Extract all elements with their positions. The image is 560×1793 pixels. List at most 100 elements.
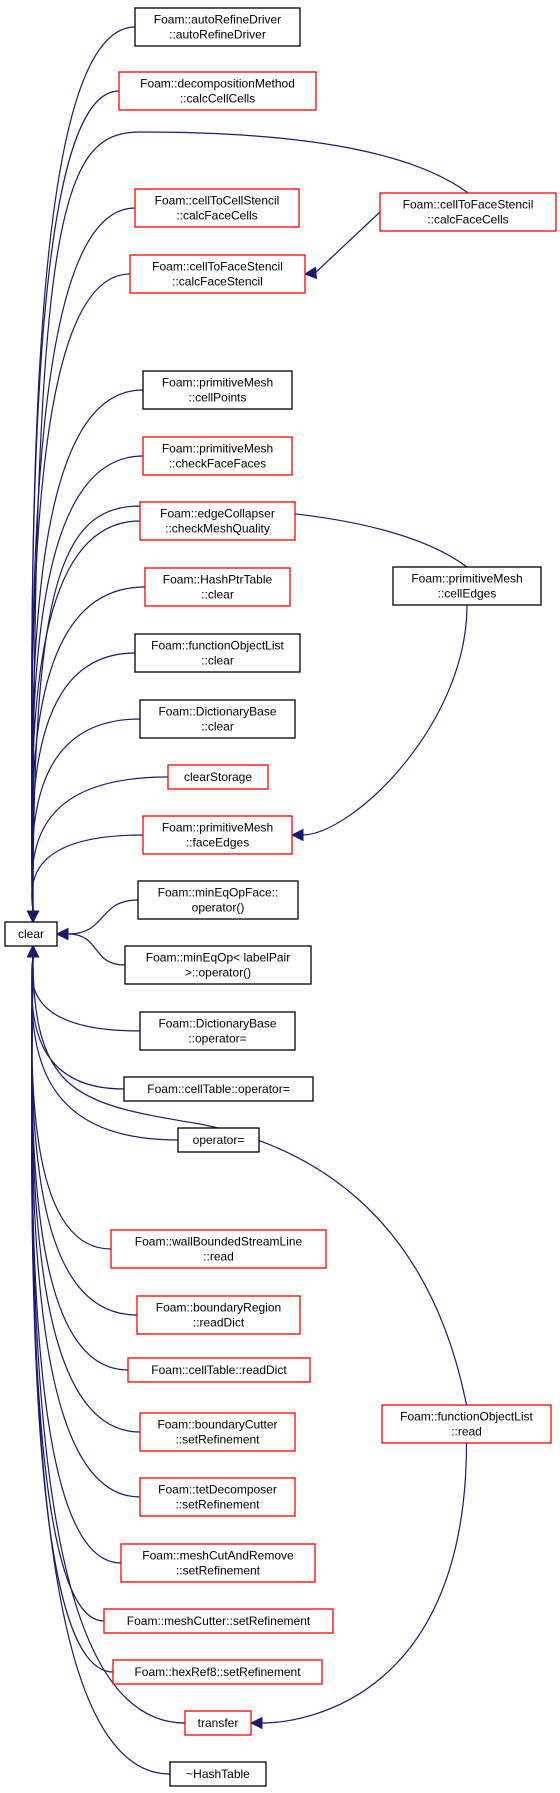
node-box[interactable] [110, 1229, 327, 1269]
node-label-line: ::setRefinement [175, 1498, 260, 1512]
node-cellTableReadDict[interactable]: Foam::cellTable::readDict [127, 1357, 311, 1383]
node-box[interactable] [134, 188, 300, 228]
edge-cellToFaceStencil_stencil-to-clear [26, 273, 131, 924]
node-tetDecomposer[interactable]: Foam::tetDecomposer::setRefinement [139, 1477, 296, 1517]
node-box[interactable] [184, 1710, 252, 1736]
node-cellToFaceStencil_cells[interactable]: Foam::cellToFaceStencil::calcFaceCells [379, 192, 557, 232]
node-label-line: Foam::functionObjectList [151, 639, 284, 653]
node-checkMeshQuality[interactable]: Foam::edgeCollapser::checkMeshQuality [139, 501, 296, 541]
node-label-line: Foam::cellToFaceStencil [152, 260, 283, 274]
node-minEqOpLabelPair[interactable]: Foam::minEqOp< labelPair>::operator() [124, 945, 312, 985]
node-box[interactable] [124, 945, 312, 985]
node-checkFaceFaces[interactable]: Foam::primitiveMesh::checkFaceFaces [142, 436, 293, 476]
node-box[interactable] [167, 764, 269, 790]
node-label-line: Foam::decompositionMethod [140, 77, 295, 91]
edge-line [67, 899, 139, 935]
node-decompositionMethod[interactable]: Foam::decompositionMethod::calcCellCells [118, 71, 317, 111]
node-operatorAssign[interactable]: operator= [177, 1127, 260, 1153]
node-label-line: Foam::primitiveMesh [162, 442, 273, 456]
node-box[interactable] [142, 815, 293, 855]
node-label-line: clearStorage [184, 770, 252, 784]
edge-line [31, 956, 141, 1433]
edge-functionObjectListClear-to-clear [26, 652, 136, 924]
node-minEqOpFace[interactable]: Foam::minEqOpFace::operator() [137, 880, 299, 920]
node-functionObjectListClear[interactable]: Foam::functionObjectList::clear [134, 633, 301, 673]
node-box[interactable] [4, 921, 58, 947]
edge-boundaryCutter-to-clear [26, 944, 141, 1433]
node-clear[interactable]: clear [4, 921, 58, 947]
node-boundaryCutter[interactable]: Foam::boundaryCutter::setRefinement [139, 1412, 296, 1452]
node-box[interactable] [139, 1011, 296, 1051]
node-box[interactable] [169, 1761, 267, 1787]
node-box[interactable] [139, 501, 296, 541]
node-box[interactable] [129, 254, 306, 294]
node-box[interactable] [144, 567, 291, 607]
edge-line [31, 956, 141, 1032]
node-dictionaryBaseClear[interactable]: Foam::DictionaryBase::clear [139, 699, 296, 739]
node-label-line: ::autoRefineDriver [169, 28, 266, 42]
node-box[interactable] [103, 1608, 334, 1634]
node-cellTableAssign[interactable]: Foam::cellTable::operator= [123, 1076, 314, 1102]
node-boundaryRegion[interactable]: Foam::boundaryRegion::readDict [136, 1295, 301, 1335]
node-faceEdges[interactable]: Foam::primitiveMesh::faceEdges [142, 815, 293, 855]
node-box[interactable] [123, 1076, 314, 1102]
node-box[interactable] [134, 7, 301, 47]
node-label-line: Foam::tetDecomposer [158, 1483, 277, 1497]
node-cellPoints[interactable]: Foam::primitiveMesh::cellPoints [142, 370, 293, 410]
node-label-line: ~HashTable [186, 1767, 250, 1781]
node-label-line: ::calcFaceCells [176, 209, 257, 223]
node-label-line: ::operator= [188, 1032, 246, 1046]
node-clearStorage[interactable]: clearStorage [167, 764, 269, 790]
node-cellToCellStencil[interactable]: Foam::cellToCellStencil::calcFaceCells [134, 188, 300, 228]
node-label-line: Foam::HashPtrTable [163, 573, 273, 587]
node-label-line: ::clear [201, 654, 234, 668]
node-wallBoundedStreamLine[interactable]: Foam::wallBoundedStreamLine::read [110, 1229, 327, 1269]
node-box[interactable] [139, 699, 296, 739]
node-box[interactable] [112, 1659, 323, 1685]
node-box[interactable] [137, 880, 299, 920]
edge-line [31, 956, 114, 1673]
node-label-line: transfer [198, 1716, 239, 1730]
edge-meshCutter-to-clear [26, 944, 105, 1622]
edge-line [31, 652, 136, 912]
node-cellToFaceStencil_stencil[interactable]: Foam::cellToFaceStencil::calcFaceStencil [129, 254, 306, 294]
node-box[interactable] [118, 71, 317, 111]
node-label-line: Foam::meshCutAndRemove [142, 1549, 294, 1563]
edge-cellEdges-to-faceEdges [290, 604, 468, 842]
node-destructor[interactable]: ~HashTable [169, 1761, 267, 1787]
node-box[interactable] [139, 1477, 296, 1517]
node-box[interactable] [379, 192, 557, 232]
node-box[interactable] [142, 370, 293, 410]
node-box[interactable] [139, 1412, 296, 1452]
node-label-line: Foam::boundaryRegion [156, 1301, 281, 1315]
node-hexRef8[interactable]: Foam::hexRef8::setRefinement [112, 1659, 323, 1685]
node-autoRefineDriver[interactable]: Foam::autoRefineDriver::autoRefineDriver [134, 7, 301, 47]
node-box[interactable] [127, 1357, 311, 1383]
node-label-line: ::calcFaceCells [427, 213, 508, 227]
node-meshCutter[interactable]: Foam::meshCutter::setRefinement [103, 1608, 334, 1634]
node-label-line: ::readDict [193, 1316, 245, 1330]
node-label-line: ::clear [201, 720, 234, 734]
node-dictionaryBaseAssign[interactable]: Foam::DictionaryBase::operator= [139, 1011, 296, 1051]
node-box[interactable] [381, 1404, 552, 1444]
edge-arrowhead [249, 1716, 263, 1730]
node-box[interactable] [392, 566, 542, 606]
node-meshCutAndRemove[interactable]: Foam::meshCutAndRemove::setRefinement [120, 1543, 316, 1583]
node-box[interactable] [136, 1295, 301, 1335]
edge-line [31, 718, 141, 912]
edge-functionObjectListRead-to-transfer [249, 1442, 468, 1730]
node-transfer[interactable]: transfer [184, 1710, 252, 1736]
node-box[interactable] [142, 436, 293, 476]
edge-line [314, 211, 381, 274]
node-functionObjectListRead[interactable]: Foam::functionObjectList::read [381, 1404, 552, 1444]
node-box[interactable] [120, 1543, 316, 1583]
graph-nodes: clear Foam::autoRefineDriver::autoRefineD… [4, 7, 557, 1787]
node-box[interactable] [177, 1127, 260, 1153]
node-hashPtrTableClear[interactable]: Foam::HashPtrTable::clear [144, 567, 291, 607]
node-box[interactable] [134, 633, 301, 673]
node-label-line: Foam::hexRef8::setRefinement [134, 1665, 301, 1679]
node-label-line: ::checkFaceFaces [169, 457, 266, 471]
node-cellEdges[interactable]: Foam::primitiveMesh::cellEdges [392, 566, 542, 606]
edge-line [31, 389, 144, 912]
